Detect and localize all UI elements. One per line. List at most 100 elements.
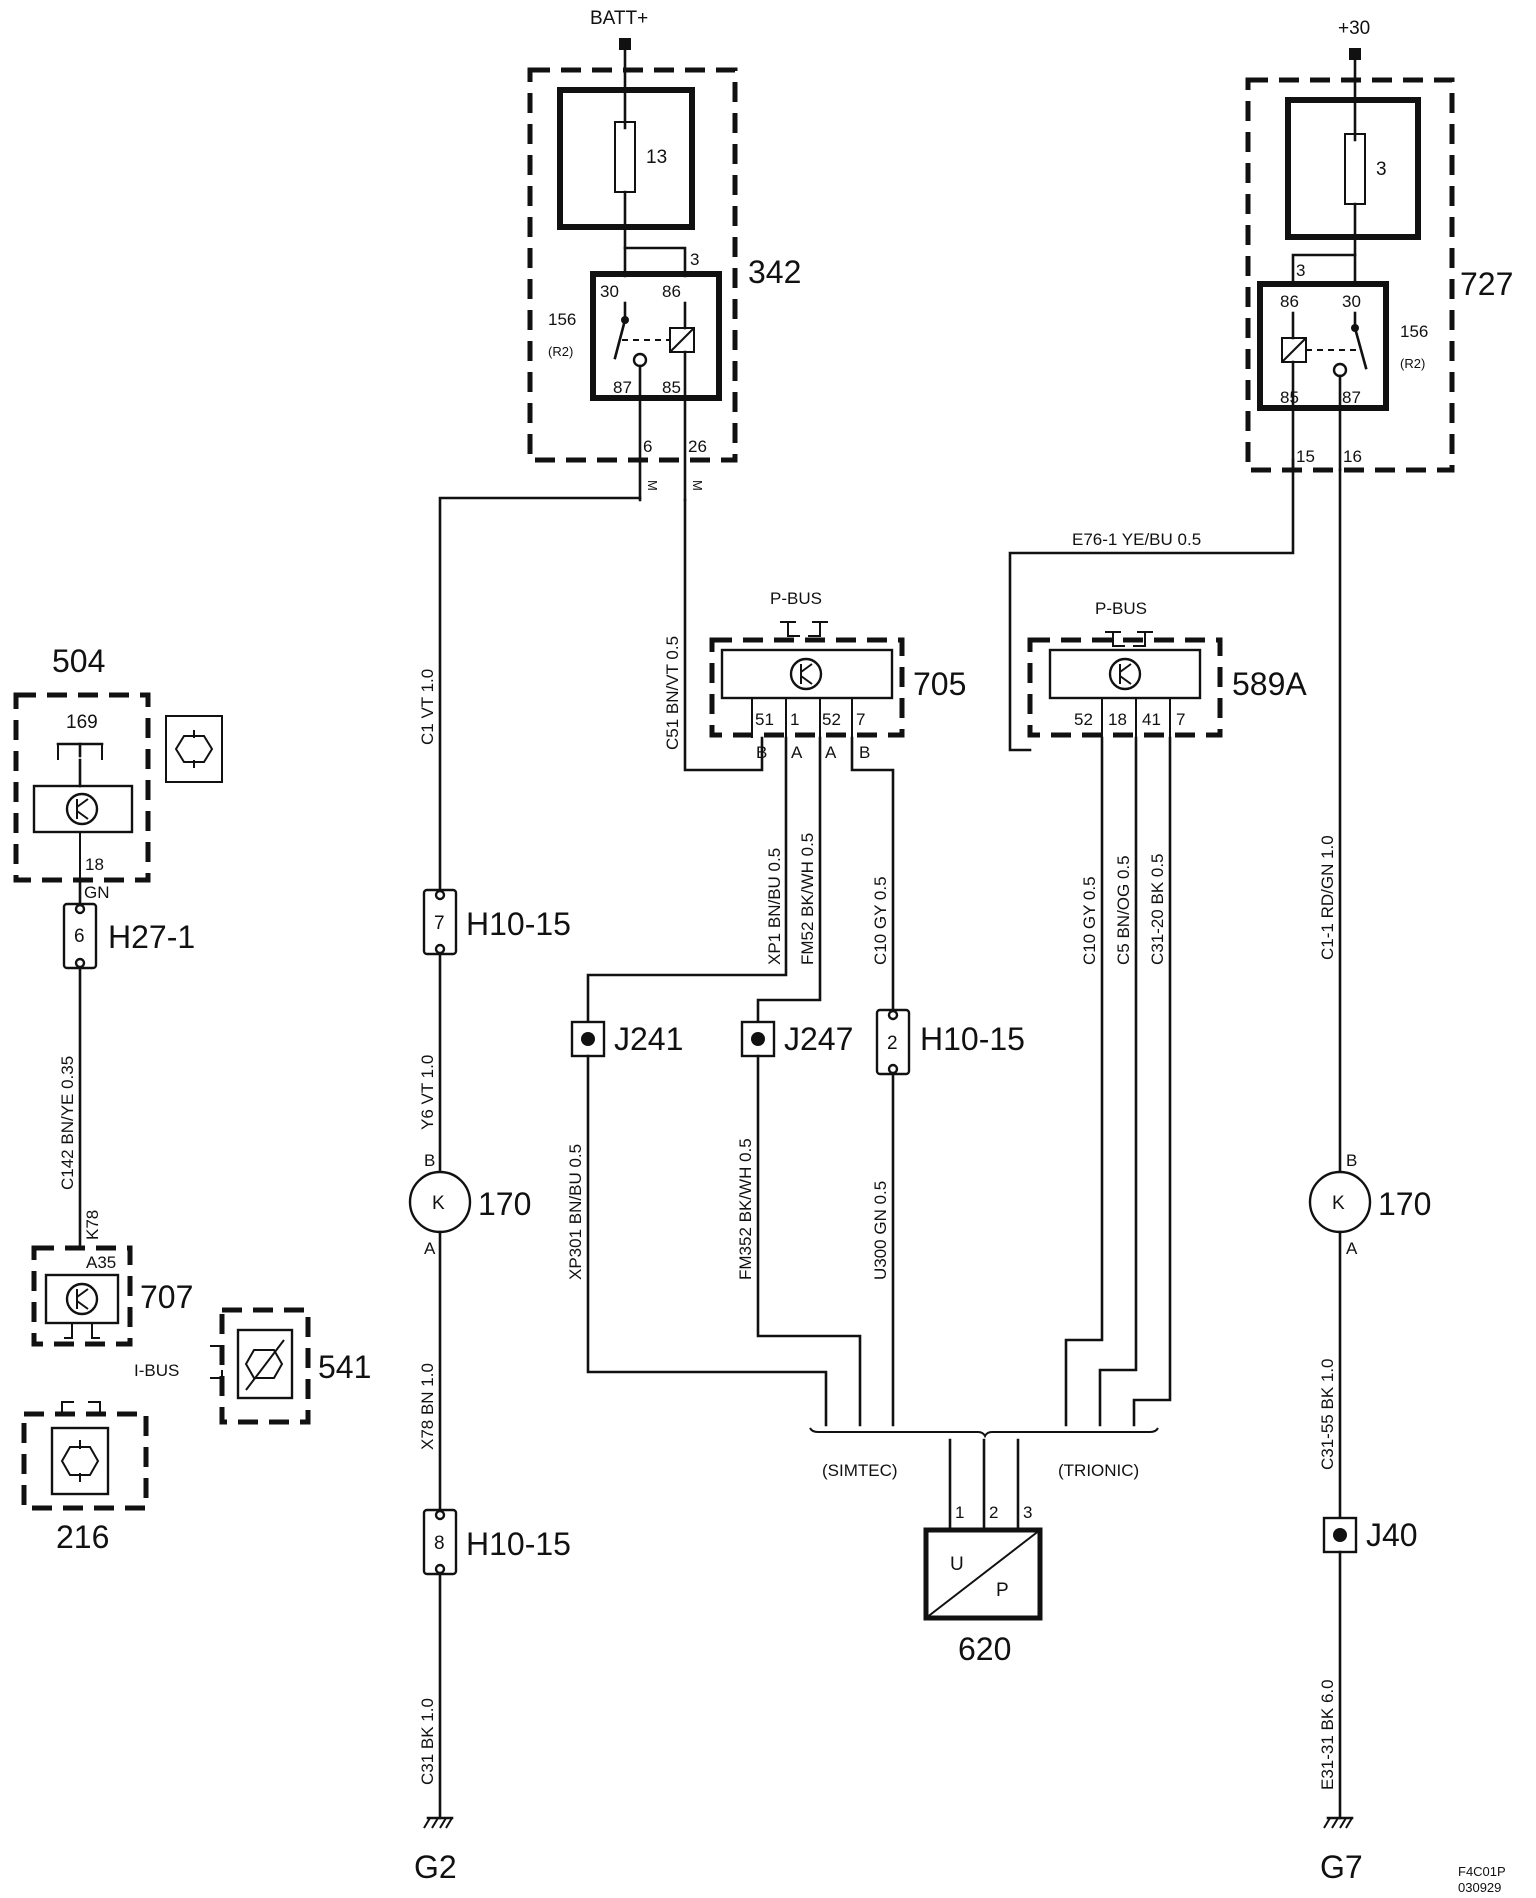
transistor-589a-icon: [1108, 657, 1142, 691]
relay-342-contact-icon: [632, 352, 648, 368]
relay-727-pin-85: 85: [1280, 388, 1299, 407]
wire-c31-label: C31 BK 1.0: [418, 1698, 437, 1785]
wire-e76: E76-1 YE/BU 0.5: [1008, 458, 1295, 752]
pbus-label-589a: P-BUS: [1095, 599, 1147, 618]
k170-left-pin-a: A: [424, 1239, 436, 1258]
connector-h27-1: 6 H27-1: [62, 902, 195, 970]
wire-c3155-label: C31-55 BK 1.0: [1318, 1358, 1337, 1470]
ground-g7-icon: G7: [1320, 1816, 1363, 1885]
relay-342-coil-icon: [669, 327, 695, 353]
wire-y6-label: Y6 VT 1.0: [418, 1055, 437, 1130]
p589a-pin-18: 18: [1108, 710, 1127, 729]
relay-727-out-15: 15: [1296, 447, 1315, 466]
wire-c51-label: C51 BN/VT 0.5: [663, 636, 682, 750]
wire-fm52-label: FM52 BK/WH 0.5: [798, 833, 817, 965]
connector-h10-15-pin2: 2 H10-15: [875, 1008, 1025, 1076]
component-727-label: 727: [1460, 266, 1513, 302]
relay-342-pin-85: 85: [662, 378, 681, 397]
simtec-label: (SIMTEC): [822, 1461, 898, 1480]
junction-j40: J40: [1322, 1516, 1418, 1554]
relay-342-switch-icon: [613, 318, 627, 360]
wire-c142-label: C142 BN/YE 0.35: [58, 1056, 77, 1190]
ground-g2-label: G2: [414, 1849, 457, 1885]
fuse-13-label: 13: [646, 147, 667, 168]
footer-date: 030929: [1458, 1880, 1501, 1895]
component-216-box: [21, 1411, 149, 1511]
ground-g7-label: G7: [1320, 1849, 1363, 1885]
relay-342-pin-86: 86: [662, 282, 681, 301]
relay-727-pin-87: 87: [1342, 388, 1361, 407]
trionic-label: (TRIONIC): [1058, 1461, 1139, 1480]
pin-k78: K78: [83, 1210, 102, 1240]
component-342-label: 342: [748, 254, 801, 290]
relay-342-out-26: 26: [688, 437, 707, 456]
p705-pin-52: 52: [822, 710, 841, 729]
p705-pin-7: 7: [856, 710, 865, 729]
component-707-box: [31, 1245, 133, 1347]
wire-x78-label: X78 BN 1.0: [418, 1363, 437, 1450]
transistor-705-icon: [789, 657, 823, 691]
relay-727-contact-icon: [1332, 362, 1348, 378]
wire-c1-vt: C1 VT 1.0: [418, 496, 642, 892]
relay-727-pin-3: 3: [1296, 261, 1305, 280]
k-icon-left: K: [432, 1193, 445, 1214]
j40-label: J40: [1366, 1517, 1418, 1553]
component-707: A35 707: [31, 1245, 193, 1347]
plus30-terminal: [1349, 48, 1361, 60]
fuse-13-icon: [614, 121, 636, 193]
k170-left-pin-b: B: [424, 1151, 435, 1170]
component-216-label: 216: [56, 1519, 109, 1555]
component-620-label: 620: [958, 1631, 1011, 1667]
ibus-label: I-BUS: [134, 1361, 179, 1380]
wire-c10-right-label: C10 GY 0.5: [1080, 876, 1099, 965]
pin-m-left: M: [645, 480, 660, 491]
relay-342-pin-3: 3: [690, 250, 699, 269]
sensor-pin-3: 3: [1023, 1503, 1032, 1522]
wire-u300-label: U300 GN 0.5: [871, 1181, 890, 1280]
sensor-pin-1: 1: [955, 1503, 964, 1522]
wire-c3120-label: C31-20 BK 0.5: [1148, 853, 1167, 965]
relay-727-switch-icon: [1353, 326, 1368, 370]
component-707-label: 707: [140, 1279, 193, 1315]
k170-right-pin-b: B: [1346, 1151, 1357, 1170]
k-icon-right: K: [1332, 1193, 1345, 1214]
h27-pin6: 6: [74, 926, 85, 947]
wire-xp301-label: XP301 BN/BU 0.5: [566, 1144, 585, 1280]
junction-j247: J247: [740, 1020, 853, 1058]
p705-b2: B: [859, 743, 870, 762]
p705-a2: A: [825, 743, 837, 762]
wire-c51: C51 BN/VT 0.5: [663, 498, 764, 772]
component-541-label: 541: [318, 1349, 371, 1385]
j241-label: J241: [614, 1021, 683, 1057]
sensor-p: P: [996, 1580, 1009, 1601]
component-727: 727 3 3 86 30 85 87 156 (R2) 15 16: [1245, 77, 1513, 473]
relay-342-id: 156: [548, 310, 576, 329]
junction-j241: J241: [570, 1020, 683, 1058]
pin-gn: GN: [84, 883, 110, 902]
p705-pin-51: 51: [755, 710, 774, 729]
component-504: 504 169 18: [13, 643, 151, 883]
batt-terminal: [619, 38, 631, 50]
wire-c10-left-label: C10 GY 0.5: [871, 876, 890, 965]
relay-342: [590, 271, 722, 401]
component-216: 216: [21, 1401, 149, 1555]
relay-342-pin-87: 87: [613, 378, 632, 397]
relay-727-id: 156: [1400, 322, 1428, 341]
component-727-box: [1245, 77, 1455, 473]
component-504-label: 504: [52, 643, 105, 679]
component-170-right: 170: [1378, 1186, 1431, 1222]
h10-pin2: 2: [887, 1033, 898, 1054]
ground-g2-icon: G2: [414, 1816, 457, 1885]
j247-label: J247: [784, 1021, 853, 1057]
fuse-3-icon: [1344, 133, 1366, 205]
h10-15-label-bottom: H10-15: [466, 1526, 571, 1562]
h10-15-label-top: H10-15: [466, 906, 571, 942]
wire-fm352-label: FM352 BK/WH 0.5: [736, 1138, 755, 1280]
connector-h10-15-pin8: 8 H10-15: [422, 1508, 571, 1576]
pin-a35: A35: [86, 1253, 116, 1272]
relay-k-170-right: K 170 A: [1308, 1170, 1431, 1258]
relay-342-sub: (R2): [548, 344, 573, 359]
component-504-box: [13, 692, 151, 883]
component-170-left: 170: [478, 1186, 531, 1222]
